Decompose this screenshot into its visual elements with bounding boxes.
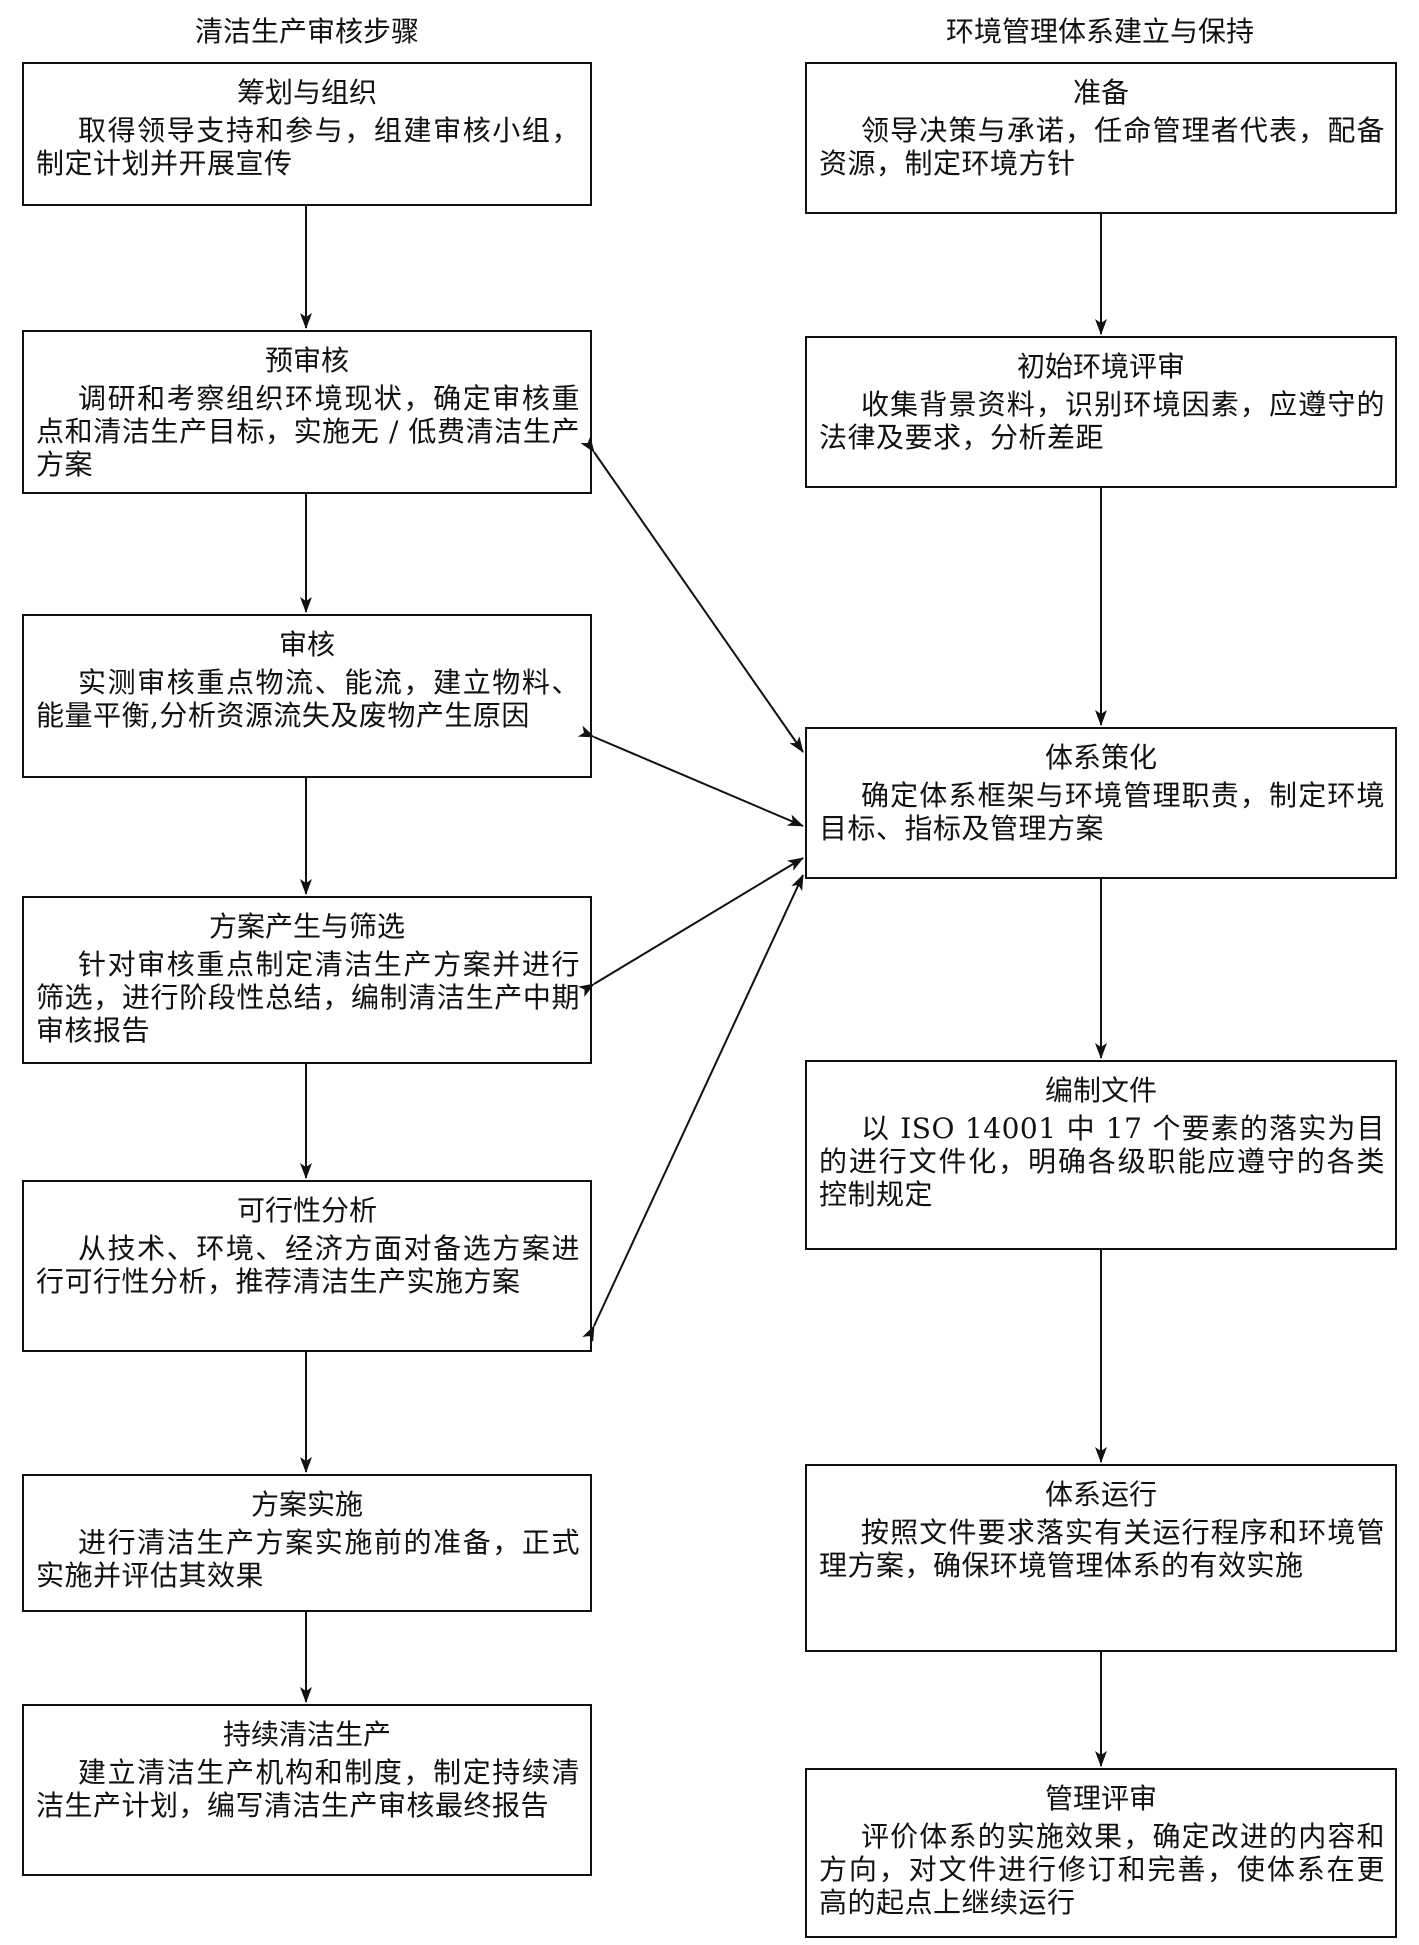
left-step-continuous: 持续清洁生产 建立清洁生产机构和制度，制定持续清洁生产计划，编写清洁生产审核最终…	[22, 1704, 592, 1876]
step-title: 方案产生与筛选	[208, 910, 405, 943]
step-body: 调研和考察组织环境现状，确定审核重点和清洁生产目标，实施无 / 低费清洁生产方案	[36, 382, 580, 481]
step-body: 领导决策与承诺，任命管理者代表，配备资源，制定环境方针	[819, 114, 1385, 180]
step-body: 收集背景资料，识别环境因素，应遵守的法律及要求，分析差距	[819, 388, 1385, 454]
step-title: 预审核	[264, 344, 349, 377]
step-title: 持续清洁生产	[222, 1718, 391, 1751]
link-arrow	[582, 874, 804, 1343]
left-step-audit: 审核 实测审核重点物流、能流，建立物料、能量平衡,分析资源流失及废物产生原因	[22, 614, 592, 778]
step-body: 进行清洁生产方案实施前的准备，正式实施并评估其效果	[36, 1526, 580, 1592]
right-step-initial-review: 初始环境评审 收集背景资料，识别环境因素，应遵守的法律及要求，分析差距	[805, 336, 1397, 488]
step-title: 体系策化	[1044, 741, 1157, 774]
step-title: 审核	[278, 628, 335, 661]
step-body: 从技术、环境、经济方面对备选方案进行可行性分析，推荐清洁生产实施方案	[36, 1232, 580, 1298]
step-body: 建立清洁生产机构和制度，制定持续清洁生产计划，编写清洁生产审核最终报告	[36, 1756, 580, 1822]
step-title: 初始环境评审	[1016, 350, 1185, 383]
step-title: 管理评审	[1044, 1782, 1157, 1815]
step-body: 取得领导支持和参与，组建审核小组，制定计划并开展宣传	[36, 114, 580, 180]
right-column-title: 环境管理体系建立与保持	[945, 15, 1254, 48]
left-step-option-generation: 方案产生与筛选 针对审核重点制定清洁生产方案并进行筛选，进行阶段性总结，编制清洁…	[22, 896, 592, 1064]
right-step-management-review: 管理评审 评价体系的实施效果，确定改进的内容和方向，对文件进行修订和完善，使体系…	[805, 1768, 1397, 1938]
right-step-preparation: 准备 领导决策与承诺，任命管理者代表，配备资源，制定环境方针	[805, 62, 1397, 214]
step-body: 实测审核重点物流、能流，建立物料、能量平衡,分析资源流失及废物产生原因	[36, 666, 580, 732]
step-title: 编制文件	[1044, 1074, 1157, 1107]
step-title: 体系运行	[1044, 1478, 1157, 1511]
step-body: 以 ISO 14001 中 17 个要素的落实为目的进行文件化，明确各级职能应遵…	[819, 1112, 1385, 1211]
link-arrow	[578, 857, 804, 997]
link-arrow	[577, 725, 804, 827]
step-title: 筹划与组织	[236, 76, 377, 109]
right-step-operation: 体系运行 按照文件要求落实有关运行程序和环境管理方案，确保环境管理体系的有效实施	[805, 1464, 1397, 1652]
step-body: 确定体系框架与环境管理职责，制定环境目标、指标及管理方案	[819, 779, 1385, 845]
link-arrow	[580, 436, 804, 753]
left-step-feasibility: 可行性分析 从技术、环境、经济方面对备选方案进行可行性分析，推荐清洁生产实施方案	[22, 1180, 592, 1352]
right-step-system-planning: 体系策化 确定体系框架与环境管理职责，制定环境目标、指标及管理方案	[805, 727, 1397, 879]
step-body: 评价体系的实施效果，确定改进的内容和方向，对文件进行修订和完善，使体系在更高的起…	[819, 1820, 1385, 1919]
step-body: 按照文件要求落实有关运行程序和环境管理方案，确保环境管理体系的有效实施	[819, 1516, 1385, 1582]
left-step-implementation: 方案实施 进行清洁生产方案实施前的准备，正式实施并评估其效果	[22, 1474, 592, 1612]
step-title: 准备	[1072, 76, 1129, 109]
left-step-planning: 筹划与组织 取得领导支持和参与，组建审核小组，制定计划并开展宣传	[22, 62, 592, 206]
left-step-pre-audit: 预审核 调研和考察组织环境现状，确定审核重点和清洁生产目标，实施无 / 低费清洁…	[22, 330, 592, 494]
right-step-documentation: 编制文件 以 ISO 14001 中 17 个要素的落实为目的进行文件化，明确各…	[805, 1060, 1397, 1250]
step-body: 针对审核重点制定清洁生产方案并进行筛选，进行阶段性总结，编制清洁生产中期审核报告	[36, 948, 580, 1047]
step-title: 可行性分析	[236, 1194, 377, 1227]
left-column-title: 清洁生产审核步骤	[194, 15, 419, 48]
step-title: 方案实施	[250, 1488, 363, 1521]
